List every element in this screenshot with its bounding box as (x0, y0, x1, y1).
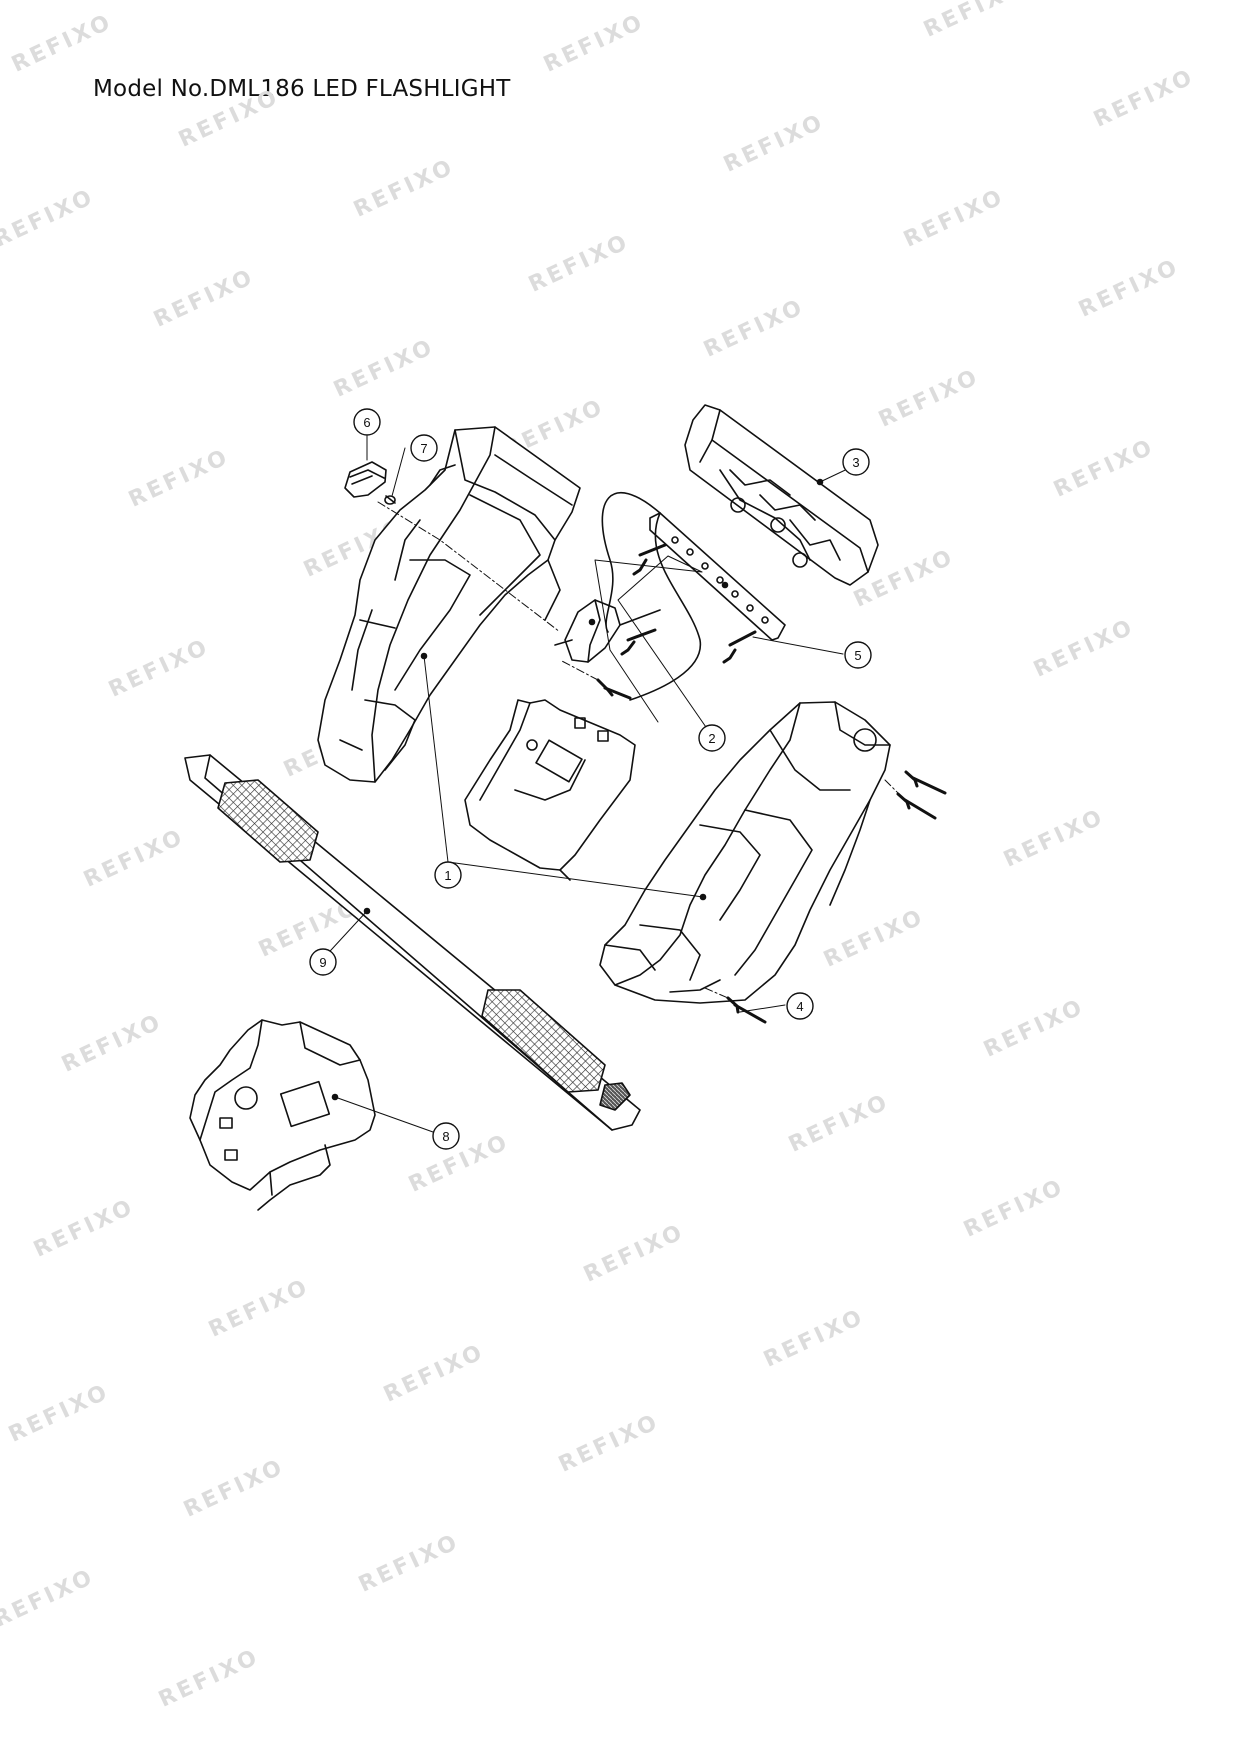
leader-lines (319, 435, 859, 1133)
svg-text:9: 9 (319, 955, 326, 970)
callout-7: 7 (410, 434, 438, 462)
svg-text:5: 5 (854, 648, 861, 663)
callout-8: 8 (432, 1122, 460, 1150)
battery-bracket-part (464, 699, 636, 881)
housing-left-part (317, 426, 581, 783)
screw-item (722, 630, 757, 664)
callout-6: 6 (353, 408, 381, 436)
screw-item (620, 628, 657, 656)
assembly-axis-lines (377, 501, 901, 999)
callout-layer: 1 2 3 4 5 6 7 8 9 (309, 408, 872, 1150)
small-pin-part (384, 495, 396, 505)
svg-text:2: 2 (708, 731, 715, 746)
battery-cover-part (189, 1019, 376, 1211)
callout-4: 4 (786, 992, 814, 1020)
callout-3: 3 (842, 448, 870, 476)
screw-item (726, 996, 767, 1024)
led-circuit-board-part (649, 512, 786, 641)
screw-item (896, 792, 937, 820)
svg-text:1: 1 (444, 868, 451, 883)
svg-text:6: 6 (363, 415, 370, 430)
end-cap-part (344, 461, 387, 498)
svg-text:3: 3 (852, 455, 859, 470)
housing-right-part (599, 701, 891, 1004)
page-title: Model No.DML186 LED FLASHLIGHT (93, 76, 511, 102)
screw-item (904, 770, 947, 795)
callout-2: 2 (698, 724, 726, 752)
callout-5: 5 (844, 641, 872, 669)
screw-item (596, 678, 632, 700)
belt-strip-part (184, 754, 641, 1131)
callout-9: 9 (309, 948, 337, 976)
callout-1: 1 (434, 861, 462, 889)
svg-text:7: 7 (420, 441, 427, 456)
led-head-lens-part (684, 404, 879, 586)
screw-item (632, 543, 667, 576)
svg-text:4: 4 (796, 999, 803, 1014)
wiring-part (601, 491, 701, 701)
svg-text:8: 8 (442, 1129, 449, 1144)
